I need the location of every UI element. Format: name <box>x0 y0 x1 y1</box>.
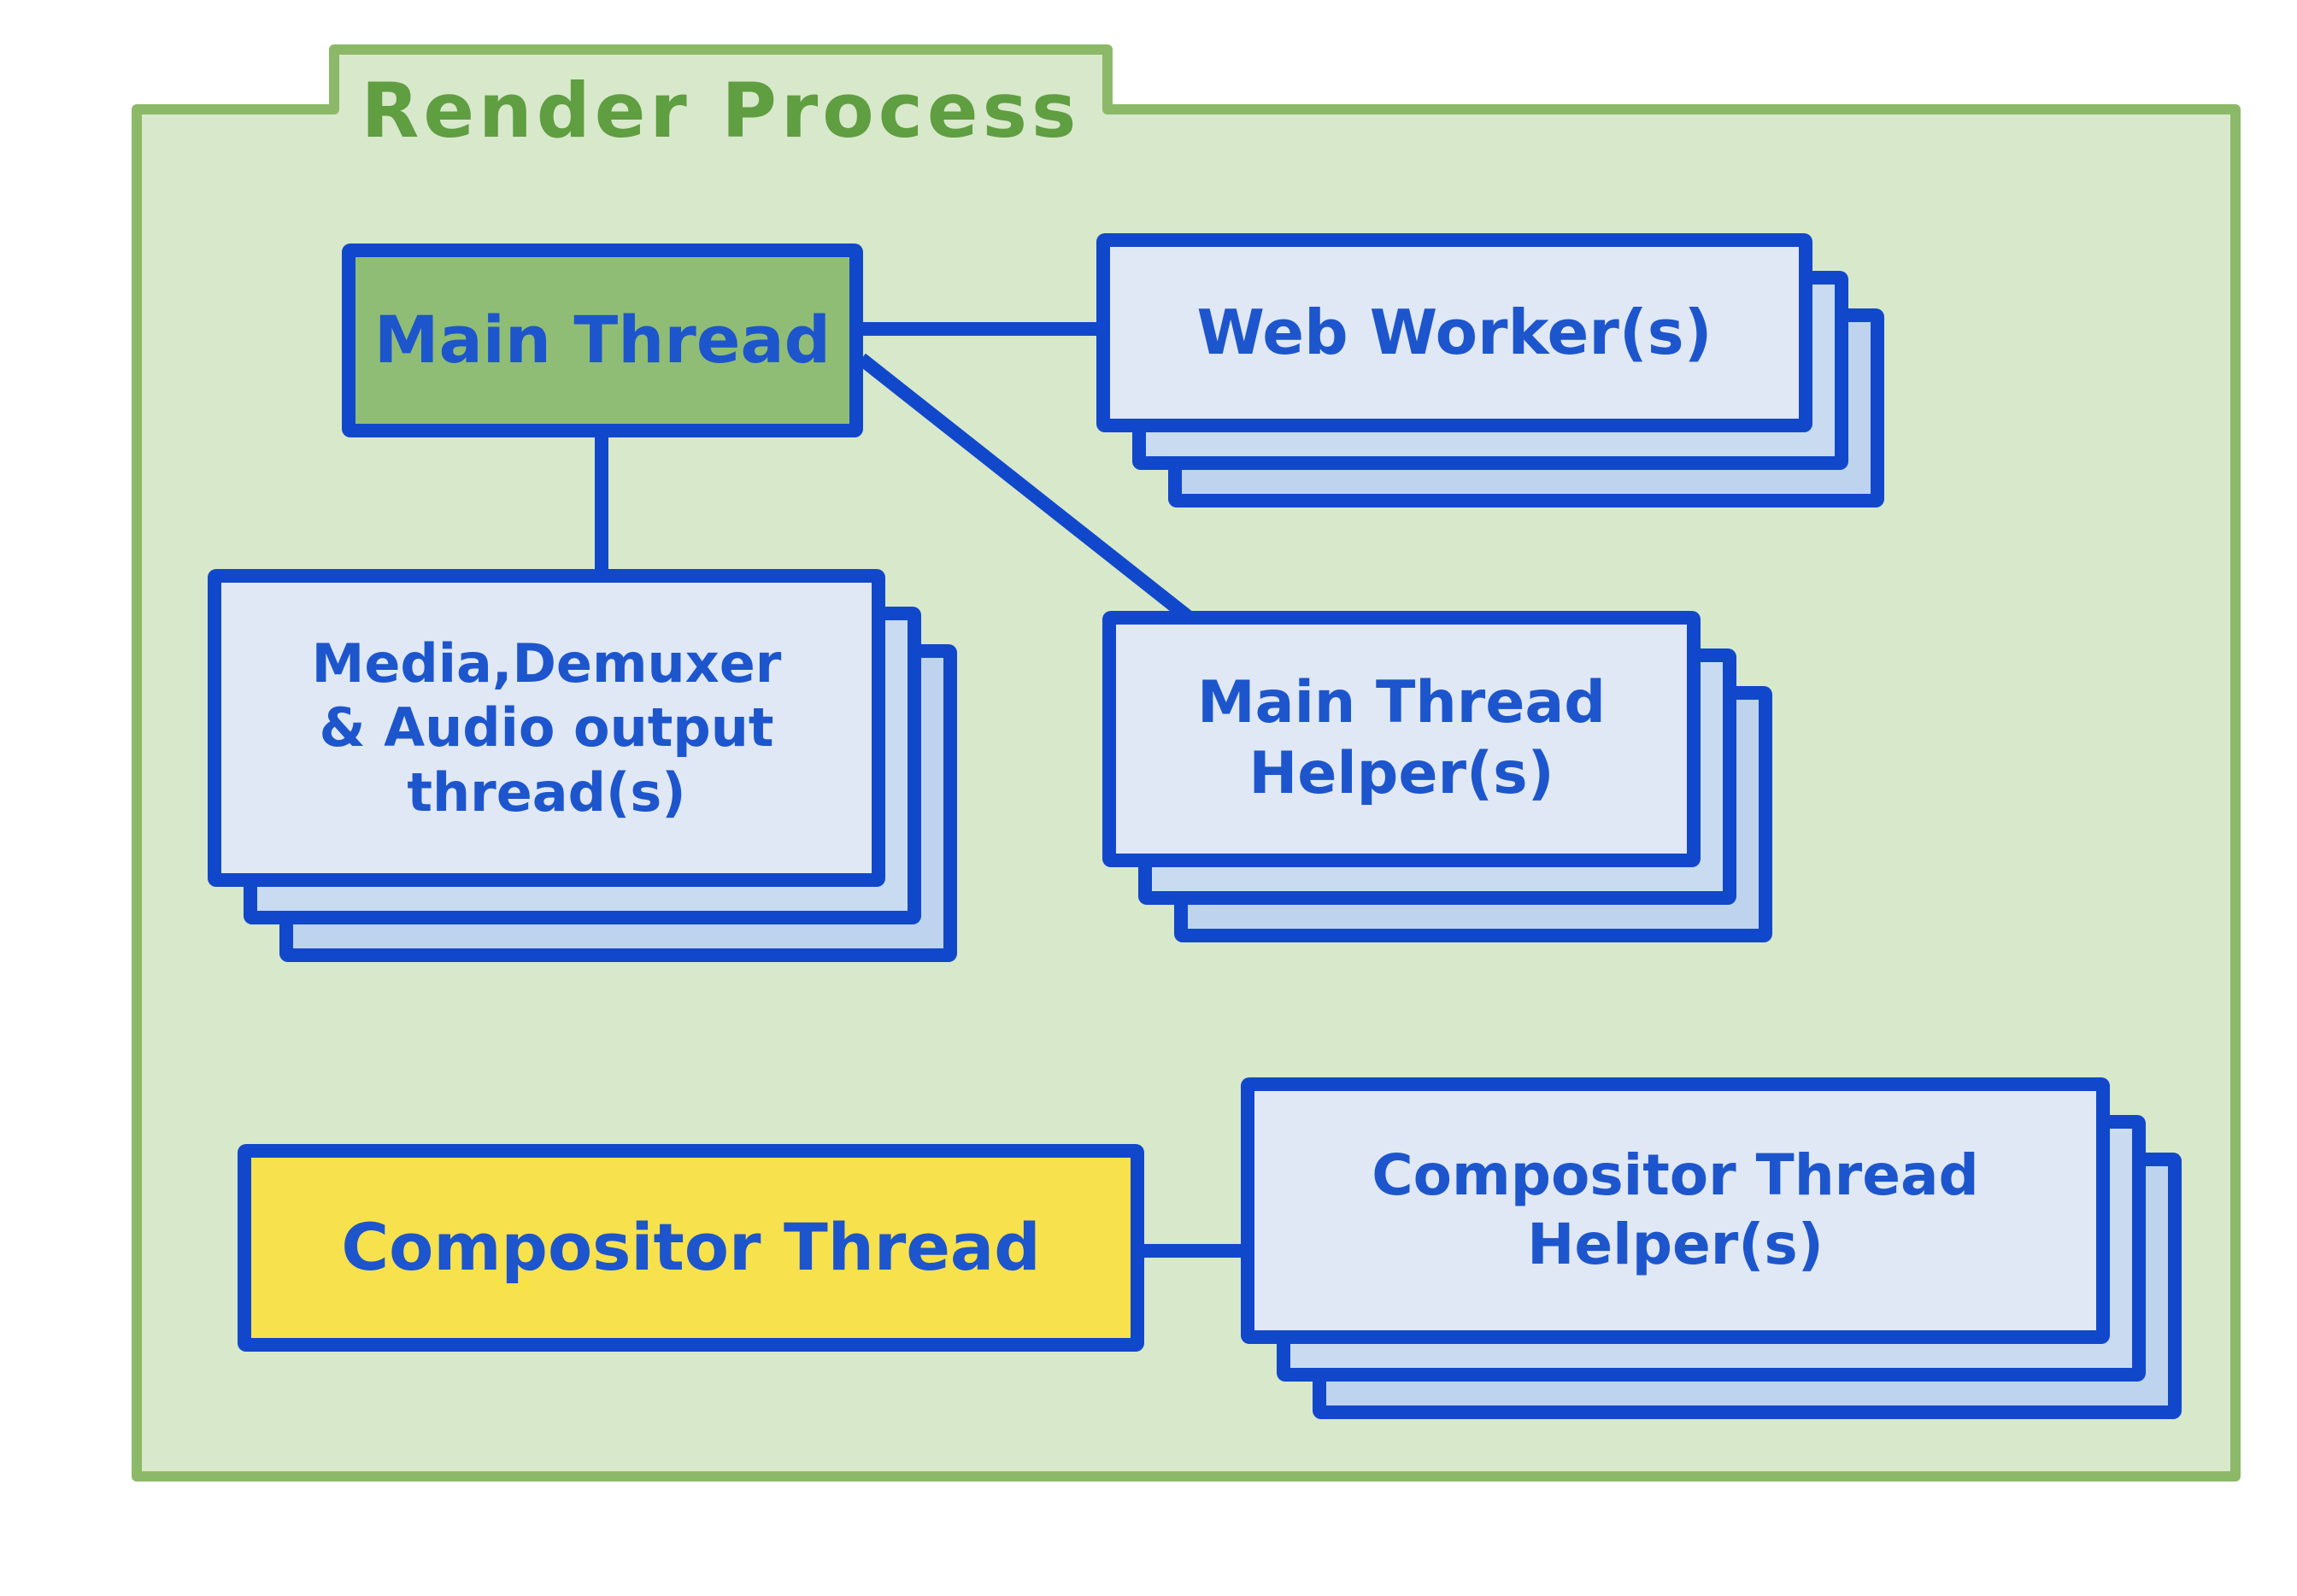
main-thread-helpers-node: Main Thread Helper(s) <box>1102 611 1772 942</box>
main-thread-helpers-stack-card-front: Main Thread Helper(s) <box>1102 611 1701 867</box>
diagram-title: Render Process <box>361 66 1081 155</box>
edge-main-thread-to-main-thread-helpers <box>857 353 1239 660</box>
media-label-line-3: thread(s) <box>407 760 686 824</box>
media-stack-card-front: Media,Demuxer & Audio output thread(s) <box>208 569 885 887</box>
web-workers-node: Web Worker(s) <box>1096 233 1884 508</box>
media-label-line-1: Media,Demuxer <box>311 631 782 695</box>
compositor-thread-node: Compositor Thread <box>238 1144 1144 1352</box>
compositor-helpers-stack-card-front: Compositor Thread Helper(s) <box>1241 1077 2110 1344</box>
main-thread-node: Main Thread <box>342 244 863 437</box>
media-label-line-2: & Audio output <box>319 696 774 760</box>
compositor-helpers-label-line-1: Compositor Thread <box>1372 1142 1979 1209</box>
web-workers-label: Web Worker(s) <box>1196 296 1712 368</box>
main-thread-helpers-label-line-2: Helper(s) <box>1248 740 1554 807</box>
compositor-thread-label: Compositor Thread <box>341 1209 1041 1286</box>
compositor-thread-helpers-node: Compositor Thread Helper(s) <box>1241 1077 2182 1419</box>
main-thread-helpers-label-line-1: Main Thread <box>1197 669 1606 737</box>
main-thread-label: Main Thread <box>373 302 831 378</box>
media-demuxer-audio-node: Media,Demuxer & Audio output thread(s) <box>208 569 957 962</box>
compositor-helpers-label-line-2: Helper(s) <box>1527 1212 1824 1277</box>
web-workers-stack-card-front: Web Worker(s) <box>1096 233 1812 432</box>
